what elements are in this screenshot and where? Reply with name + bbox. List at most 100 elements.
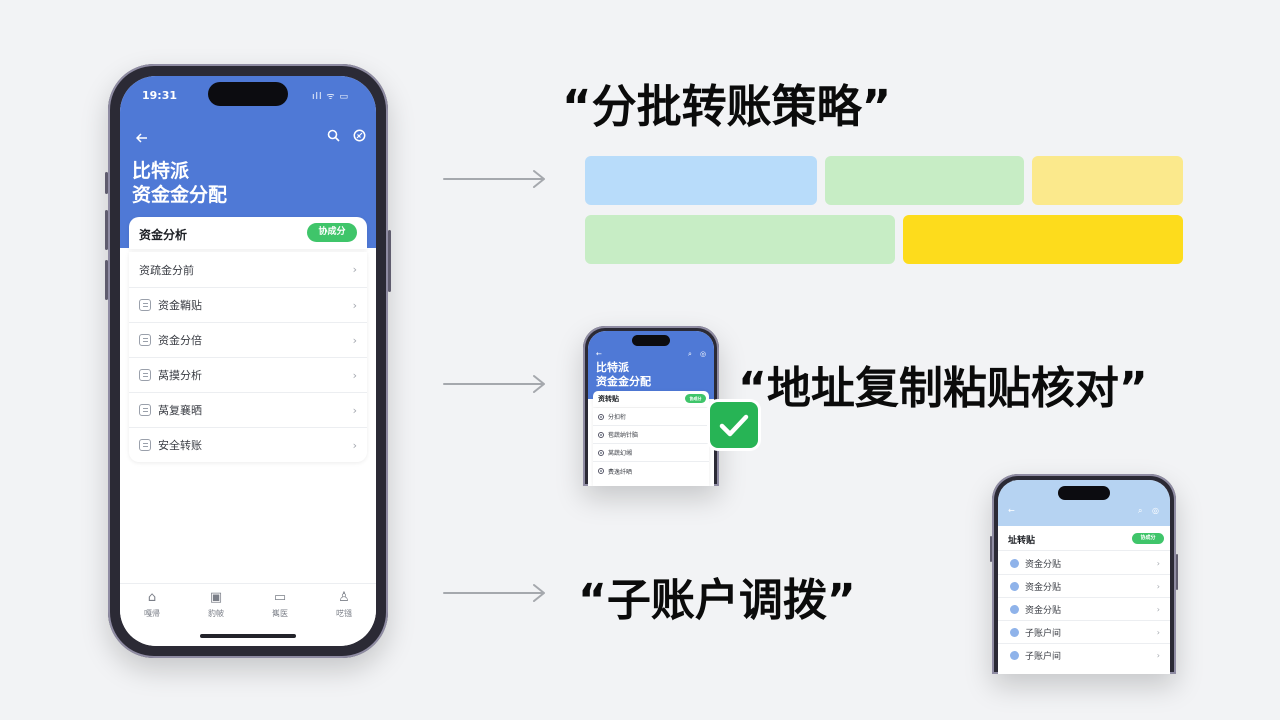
app-title-line1: 比特派: [596, 361, 629, 374]
chevron-right-icon: ›: [352, 333, 357, 347]
menu-item-3[interactable]: 费逸纤晒: [593, 462, 709, 480]
menu-item-0[interactable]: 分扣桁: [593, 408, 709, 426]
batch-block-4: [585, 215, 895, 264]
settings-icon[interactable]: [353, 127, 366, 146]
app-title: 比特派 资金金分配: [596, 361, 651, 389]
card-action-button[interactable]: 协成分: [307, 223, 357, 242]
menu-item-label: 资金分贴: [1025, 559, 1062, 570]
phone-power-button: [1176, 554, 1178, 590]
settings-icon[interactable]: ◎: [1152, 506, 1159, 515]
batch-block-1: [585, 156, 817, 205]
app-title-line2: 资金金分配: [132, 183, 228, 206]
phone-power-button: [388, 230, 391, 292]
chevron-right-icon: ›: [1156, 604, 1160, 614]
heading-address-check: “地址复制粘贴核对”: [738, 363, 1148, 414]
back-icon[interactable]: ←: [596, 350, 602, 358]
chevron-right-icon: ›: [352, 438, 357, 452]
heading-batch-transfer: “分批转账策略”: [562, 80, 892, 133]
main-phone-screen: 19:31 ıll ᯤ ▭ 比特派 资金金分配 资金分析 协成分 资疏金分前 ›: [120, 76, 376, 646]
menu-item-label: 分扣桁: [608, 414, 627, 421]
bottom-tab-bar: ⌂ 嘎帰 ▣ 豹帔 ▭ 嶲医 ♙ 呓镪: [120, 583, 376, 646]
chevron-right-icon: ›: [352, 368, 357, 382]
doc-icon: [139, 299, 151, 311]
arrow-right-icon: [443, 170, 545, 188]
app-title-line1: 比特派: [132, 160, 190, 182]
dynamic-island: [208, 82, 288, 106]
dynamic-island: [632, 335, 670, 346]
batch-block-5: [903, 215, 1183, 264]
menu-item-4[interactable]: 莴复襄晒 ›: [129, 393, 367, 428]
wallet-icon: ▣: [209, 590, 223, 605]
tab-label: 嶲医: [272, 609, 288, 618]
menu-item-label: 苞蔬纳针脑: [608, 432, 639, 439]
doc-icon: [598, 413, 604, 420]
menu-item-2[interactable]: 资金分倍 ›: [129, 323, 367, 358]
menu-item-1[interactable]: 苞蔬纳针脑: [593, 426, 709, 444]
arrow-right-icon: [443, 584, 545, 602]
menu-item-label: 莴摸分析: [158, 369, 202, 382]
status-time: 19:31: [142, 89, 178, 102]
coin-icon: [1010, 581, 1019, 591]
coin-icon: [1010, 651, 1019, 660]
back-icon[interactable]: [135, 128, 148, 147]
doc-icon: [139, 369, 151, 381]
menu-item-0[interactable]: 资金分贴 ›: [998, 552, 1170, 575]
back-icon[interactable]: ←: [1008, 506, 1015, 515]
card-title: 资金分析: [139, 228, 188, 242]
menu-item-5[interactable]: 安全转账 ›: [129, 428, 367, 462]
menu-list: 资金分贴 › 资金分贴 › 资金分贴 › 子账户间 › 子账户间 ›: [998, 552, 1170, 674]
menu-item-label: 莴蔬幻缃: [608, 450, 633, 457]
menu-item-label: 子账户间: [1025, 652, 1062, 662]
menu-item-4[interactable]: 子账户间 ›: [998, 644, 1170, 667]
fund-menu-list: 资疏金分前 › 资金鞘贴 › 资金分倍 › 莴摸分析 › 莴复襄晒 ›: [129, 252, 367, 462]
menu-item-label: 安全转账: [158, 439, 202, 452]
search-icon[interactable]: ⌕: [1138, 506, 1143, 515]
chevron-right-icon: ›: [352, 403, 357, 417]
menu-item-label: 资疏金分前: [139, 263, 194, 277]
home-icon: ⌂: [147, 590, 157, 605]
search-icon[interactable]: ⌕: [688, 350, 692, 358]
dynamic-island: [1058, 486, 1110, 500]
phone-volume-up: [105, 210, 108, 250]
tab-folder[interactable]: ▭ 嶲医: [248, 584, 312, 646]
menu-item-label: 资金分倍: [158, 334, 202, 347]
menu-item-label: 子账户间: [1025, 628, 1062, 639]
folder-icon: ▭: [273, 590, 287, 605]
main-phone-frame: 19:31 ıll ᯤ ▭ 比特派 资金金分配 资金分析 协成分 资疏金分前 ›: [105, 64, 391, 658]
checkmark-icon: [710, 402, 758, 448]
menu-item-2[interactable]: 莴蔬幻缃: [593, 444, 709, 462]
doc-icon: [139, 439, 151, 451]
menu-item-3[interactable]: 莴摸分析 ›: [129, 358, 367, 393]
chevron-right-icon: ›: [1156, 558, 1160, 568]
card-action-button[interactable]: 协成分: [1132, 533, 1164, 544]
tab-profile[interactable]: ♙ 呓镪: [312, 584, 376, 646]
card-title: 址转贴: [1008, 536, 1036, 546]
tab-label: 豹帔: [208, 609, 224, 618]
search-icon[interactable]: [327, 127, 340, 146]
chevron-right-icon: ›: [1156, 627, 1160, 637]
coin-icon: [1010, 604, 1019, 614]
phone-side-button: [105, 172, 108, 194]
menu-item-3[interactable]: 子账户间 ›: [998, 621, 1170, 644]
card-title: 资转贴: [598, 395, 619, 403]
coin-icon: [1010, 558, 1019, 568]
chevron-right-icon: ›: [352, 298, 357, 312]
heading-subaccount-transfer: “子账户调拨”: [578, 575, 856, 626]
doc-icon: [598, 449, 604, 456]
menu-item-2[interactable]: 资金分贴 ›: [998, 598, 1170, 621]
tab-wallet[interactable]: ▣ 豹帔: [184, 584, 248, 646]
settings-icon[interactable]: ◎: [700, 350, 707, 358]
status-icons: ıll ᯤ ▭: [312, 92, 349, 102]
menu-item-0[interactable]: 资疏金分前 ›: [129, 252, 367, 288]
menu-item-1[interactable]: 资金鞘贴 ›: [129, 288, 367, 323]
tab-home[interactable]: ⌂ 嘎帰: [120, 584, 184, 646]
card-header: 资转贴 协成分: [593, 391, 709, 407]
doc-icon: [139, 404, 151, 416]
menu-item-label: 资金分贴: [1025, 605, 1062, 616]
arrow-right-icon: [443, 375, 545, 393]
menu-item-1[interactable]: 资金分贴 ›: [998, 575, 1170, 598]
fund-analysis-card: 资金分析 协成分: [129, 217, 367, 249]
app-title: 比特派 资金金分配: [132, 160, 227, 208]
doc-icon: [139, 334, 151, 346]
card-action-button[interactable]: 协成分: [685, 394, 706, 403]
